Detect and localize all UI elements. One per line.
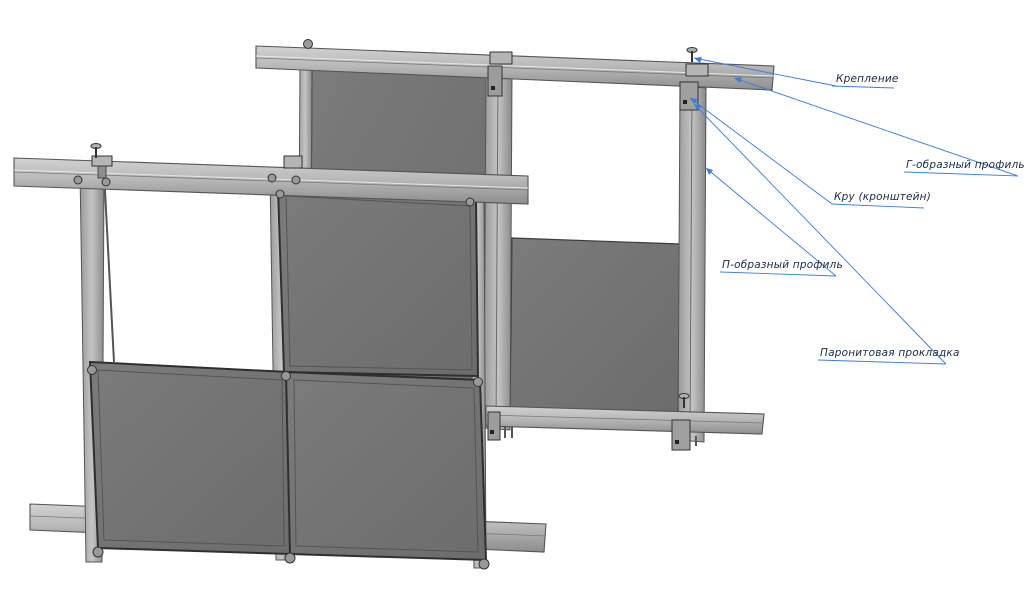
fastener-icon [678,393,690,408]
front-assembly [13,143,547,570]
rivet-icon [73,173,490,570]
leader-l-profile [733,77,1019,177]
bracket-icon [487,411,501,441]
bracket-icon [91,155,113,179]
front-panel-lower-right [284,370,488,562]
leader-bracket [689,97,833,205]
back-bottom-rail [485,405,765,435]
bracket-icon [283,155,303,169]
fastener-icon [90,143,102,158]
label-gasket: Паронитовая прокладка [820,347,960,359]
leader-u-profile [705,167,837,277]
arrowheads [690,57,742,175]
bracket-icon [487,51,513,97]
back-panel-lower-right [509,237,681,417]
front-panel-lower-left [88,360,292,556]
callouts [689,57,1019,365]
label-u-profile: П-образный профиль [722,259,843,271]
fastener-icon [303,39,313,49]
label-l-profile: Г-образный профиль [906,159,1024,171]
leader-fastener [693,57,837,87]
label-fastener: Крепление [836,73,899,85]
front-panel-upper [276,186,480,378]
bracket-icon [671,419,691,451]
label-bracket: Кру (кронштейн) [834,191,931,203]
leader-gasket [693,103,947,365]
fastener-icon [686,47,698,62]
